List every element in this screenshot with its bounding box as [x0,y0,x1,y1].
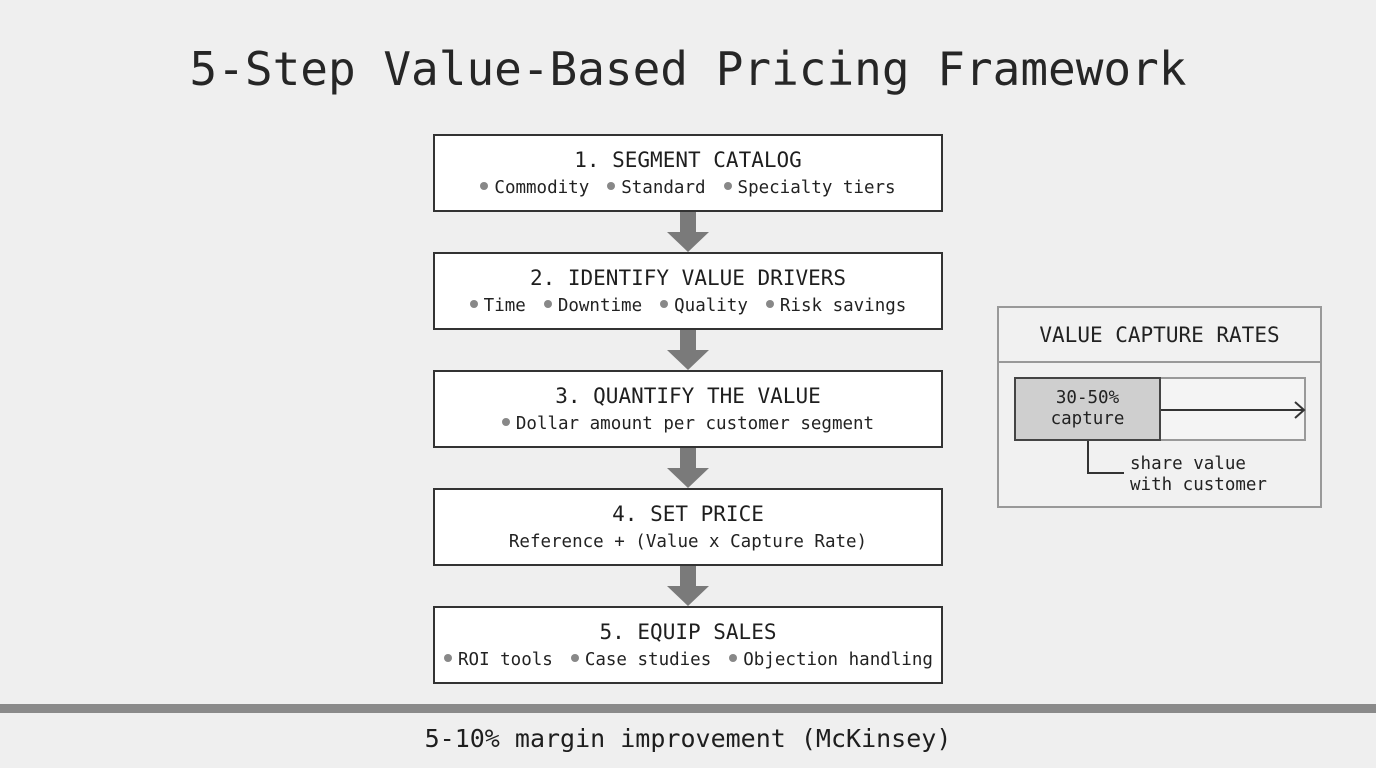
bullet-dot-icon [543,300,552,308]
connector-line [1087,441,1124,474]
capture-fill: 30-50% capture [1014,377,1161,441]
value-capture-panel: VALUE CAPTURE RATES 30-50% capture share… [997,306,1322,508]
bullet-dot-icon [765,300,774,308]
step-body: Commodity Standard Specialty tiers [435,178,941,198]
arrow-down-icon [667,566,709,606]
bullet-text: Dollar amount per customer segment [515,414,875,434]
bullet-item: Risk savings [765,296,907,316]
bullet-text: Specialty tiers [737,178,896,198]
footer-text: 5-10% margin improvement (McKinsey) [424,724,952,753]
note-line-2: with customer [1130,475,1267,495]
bullet-item: Commodity [480,178,589,198]
note-line-1: share value [1130,454,1246,474]
step-body: Dollar amount per customer segment [435,414,941,434]
bullet-text: ROI tools [458,650,553,670]
step-heading: 1. SEGMENT CATALOG [574,148,802,172]
step-box: 5. EQUIP SALES ROI tools Case studies Objec… [433,606,943,684]
capture-label: capture [1050,409,1125,429]
bullet-dot-icon [444,654,452,662]
arrow-down-icon [667,448,709,488]
step-heading: 2. IDENTIFY VALUE DRIVERS [529,266,847,290]
bullet-text: Time [483,296,526,316]
footer-divider [0,704,1376,713]
step-heading: 3. QUANTIFY THE VALUE [555,384,821,408]
capture-note: share value with customer [1130,454,1267,496]
step-body: ROI tools Case studies Objection handling [435,650,941,670]
capture-bar: 30-50% capture [1014,377,1306,441]
bullet-text: Risk savings [779,296,907,316]
bullet-text: Commodity [494,178,590,198]
step-heading: 5. EQUIP SALES [599,620,777,644]
bullet-item: Standard [607,178,706,198]
bullet-dot-icon [607,182,616,190]
bullet-dot-icon [729,654,738,662]
page-title: 5-Step Value-Based Pricing Framework [189,42,1187,96]
bullet-dot-icon [570,654,579,662]
step-body: Time Downtime Quality Risk savings [435,296,941,316]
bullet-item: Case studies [570,650,712,670]
bullet-dot-icon [660,300,669,308]
bullet-text: Objection handling [743,650,933,670]
bullet-item: Dollar amount per customer segment [501,414,875,434]
bullet-item: ROI tools [444,650,553,670]
bullet-item: Quality [660,296,748,316]
bullet-item: Downtime [543,296,643,316]
arrow-down-icon [667,212,709,252]
step-box: 4. SET PRICE Reference + (Value x Capture… [433,488,943,566]
bullet-dot-icon [480,182,489,190]
arrow-right-icon [1161,401,1306,419]
bullet-text: Downtime [557,296,643,316]
step-box: 3. QUANTIFY THE VALUE Dollar amount per c… [433,370,943,448]
capture-range: 30-50% [1055,388,1120,408]
step-heading: 4. SET PRICE [612,502,764,526]
bullet-item: Specialty tiers [723,178,896,198]
step-box: 1. SEGMENT CATALOG Commodity Standard Speci… [433,134,943,212]
bullet-dot-icon [469,300,478,308]
bullet-item: Objection handling [729,650,933,670]
bullet-item: Time [469,296,526,316]
bullet-text: Case studies [584,650,712,670]
bullet-dot-icon [501,418,510,426]
bullet-text: Standard [621,178,706,198]
bullet-dot-icon [723,182,732,190]
panel-title: VALUE CAPTURE RATES [999,308,1320,363]
step-formula: Reference + (Value x Capture Rate) [508,532,868,552]
bullet-text: Quality [674,296,748,316]
arrow-down-icon [667,330,709,370]
